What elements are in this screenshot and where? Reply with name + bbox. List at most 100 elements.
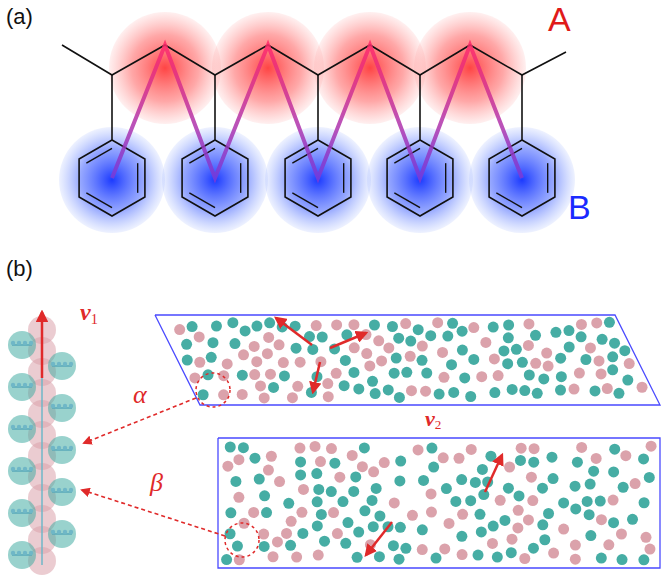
chain-section: [331, 368, 342, 379]
chain-section: [266, 451, 277, 462]
chain-section: [181, 339, 192, 350]
chain-section: [543, 508, 554, 519]
chain-section: [468, 322, 479, 333]
chain-section: [516, 443, 527, 454]
chain-section: [389, 497, 400, 508]
chain-section: [530, 330, 541, 341]
cell-alpha: [155, 315, 660, 405]
chain-section: [563, 325, 574, 336]
chain-section: [528, 543, 539, 554]
atom: [11, 509, 15, 513]
chain-section: [417, 355, 428, 366]
atom-bond: [52, 533, 72, 535]
chain-section: [539, 534, 550, 545]
chain-section: [352, 552, 363, 563]
chain-section: [627, 514, 638, 525]
chain-section: [227, 317, 238, 328]
chain-section: [222, 358, 233, 369]
chain-section: [570, 503, 581, 514]
chain-section: [198, 389, 209, 400]
chain-section: [307, 344, 318, 355]
chain-section: [292, 381, 303, 392]
orientation-arrow: [276, 318, 312, 345]
chain-section: [488, 322, 499, 333]
atom-bond: [12, 428, 32, 430]
cell-beta: [218, 438, 660, 568]
orientation-arrow: [366, 522, 392, 555]
chain-section: [523, 514, 534, 525]
chain-section: [379, 457, 390, 468]
chain-section: [361, 348, 372, 359]
chain-section: [532, 388, 543, 399]
chain-section: [326, 443, 337, 454]
atom: [17, 467, 21, 471]
side-bead: [8, 331, 36, 359]
double-bond: [189, 193, 215, 208]
chain-section: [225, 507, 236, 518]
chain-section: [480, 337, 491, 348]
chain-section: [602, 383, 613, 394]
chain-section: [328, 507, 339, 518]
chain-section: [603, 539, 614, 550]
double-bond: [137, 163, 138, 193]
side-bond: [214, 75, 216, 140]
chain-section: [503, 332, 514, 343]
atom: [57, 404, 61, 408]
vector-label: v2: [425, 408, 441, 432]
chain-section: [240, 325, 251, 336]
chain-section: [426, 443, 437, 454]
chain-section: [438, 452, 449, 463]
chain-section: [312, 496, 323, 507]
chain-section: [369, 319, 380, 330]
chain-section: [428, 462, 439, 473]
chain-section: [393, 333, 404, 344]
chain-section: [237, 370, 248, 381]
chain-section: [263, 465, 274, 476]
chain-section: [546, 452, 557, 463]
chain-section: [457, 549, 468, 560]
chain-section: [295, 456, 306, 467]
chain-section: [619, 345, 630, 356]
chain-section: [261, 507, 272, 518]
double-bond: [292, 193, 318, 208]
chain-section: [295, 357, 306, 368]
chain-section: [448, 387, 459, 398]
chain-section: [395, 456, 406, 467]
chain-section: [249, 341, 260, 352]
chain-section: [254, 474, 265, 485]
chain-section: [373, 335, 384, 346]
chain-section: [291, 552, 302, 563]
chain-section: [585, 342, 596, 353]
chain-section: [207, 337, 218, 348]
chain-section: [574, 368, 585, 379]
chain-section: [558, 497, 569, 508]
chain-section: [405, 351, 416, 362]
chain-section: [431, 553, 442, 564]
chain-section: [523, 318, 534, 329]
atom: [51, 488, 55, 492]
double-bond: [445, 163, 446, 193]
chain-section: [268, 382, 279, 393]
chain-section: [334, 472, 345, 483]
chain-section: [608, 495, 619, 506]
chain-section: [238, 442, 249, 453]
chain-section: [391, 353, 402, 364]
chain-section: [596, 514, 607, 525]
atom: [51, 404, 55, 408]
chain-section: [466, 444, 477, 455]
chain-section: [555, 385, 566, 396]
chain-section: [350, 471, 361, 482]
chain-section: [394, 392, 405, 403]
chain-section: [457, 509, 468, 520]
side-bead: [8, 373, 36, 401]
double-bond: [547, 163, 548, 193]
chain-section: [311, 468, 322, 479]
chain-section: [249, 453, 260, 464]
atom: [23, 551, 27, 555]
chain-section: [348, 319, 359, 330]
atom: [29, 341, 33, 345]
chain-section: [359, 505, 370, 516]
chain-section: [591, 317, 602, 328]
chain-section: [353, 527, 364, 538]
chain-section: [582, 496, 593, 507]
